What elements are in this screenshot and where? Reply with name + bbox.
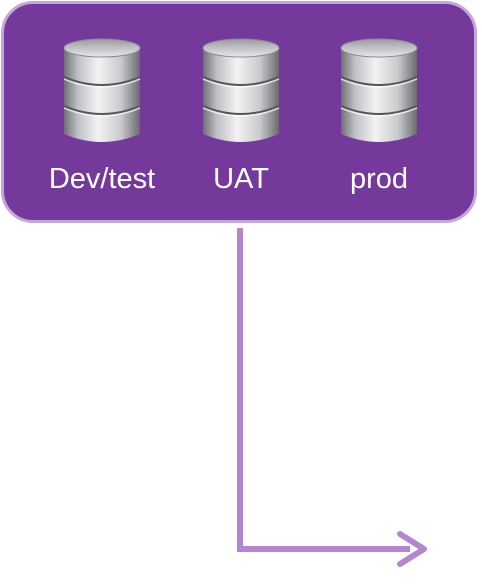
database-icon xyxy=(340,38,418,142)
database-icon xyxy=(63,38,141,142)
connector-line xyxy=(237,228,410,552)
database-icon xyxy=(202,38,280,142)
environment-label: prod xyxy=(349,163,409,195)
arrow-head-icon xyxy=(397,531,427,567)
environment-prod: prod xyxy=(334,38,424,195)
environment-label: Dev/test xyxy=(48,163,156,195)
environment-uat: UAT xyxy=(196,38,286,195)
environment-label: UAT xyxy=(213,163,269,195)
environment-dev-test: Dev/test xyxy=(49,38,155,195)
